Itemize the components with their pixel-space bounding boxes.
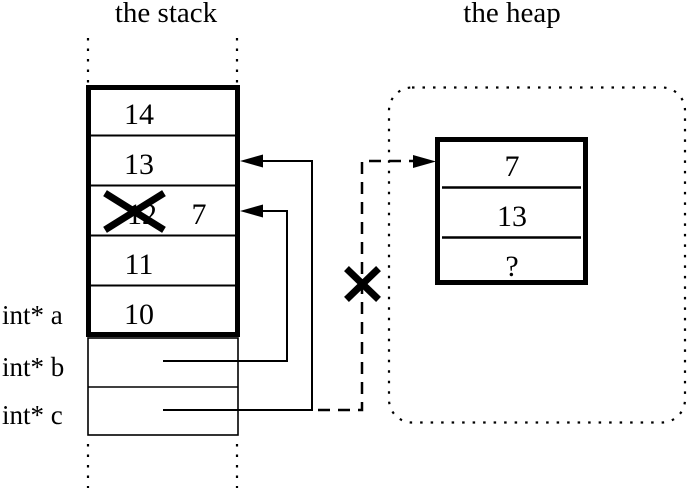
stack-cell-value-10: 10	[124, 298, 154, 331]
dangling-pointer-line	[318, 159, 426, 412]
pointer-label-b: int* b	[2, 352, 64, 382]
stack-title: the stack	[115, 0, 218, 29]
dangling-pointer-arrowhead	[413, 155, 436, 168]
heap-block-box	[435, 137, 588, 285]
heap-freed-region-outline	[387, 86, 687, 424]
heap-cell-separators	[442, 186, 581, 239]
pointer-b-line	[163, 210, 288, 362]
pointer-b-arrowhead	[240, 204, 263, 218]
heap-title: the heap	[463, 0, 560, 29]
stack-cell-value-14: 14	[124, 98, 154, 131]
pointer-c-arrowhead	[240, 154, 263, 168]
heap-cell-value-7: 7	[505, 150, 520, 183]
pointer-c-line	[163, 160, 313, 411]
heap-cell-value-unknown: ?	[505, 250, 518, 283]
heap-cell-value-13: 13	[497, 200, 527, 233]
pointer-label-a: int* a	[2, 300, 63, 330]
pointer-label-c: int* c	[2, 400, 63, 430]
stack-cell-value-11: 11	[125, 248, 154, 281]
stack-cell-separators	[91, 134, 235, 287]
dangling-cross-out-x-icon	[344, 266, 381, 302]
stack-cell-new-value-7: 7	[192, 198, 207, 231]
stack-frame-box	[86, 85, 240, 337]
cross-out-x-icon	[103, 190, 166, 233]
stack-cell-value-13: 13	[124, 148, 154, 181]
